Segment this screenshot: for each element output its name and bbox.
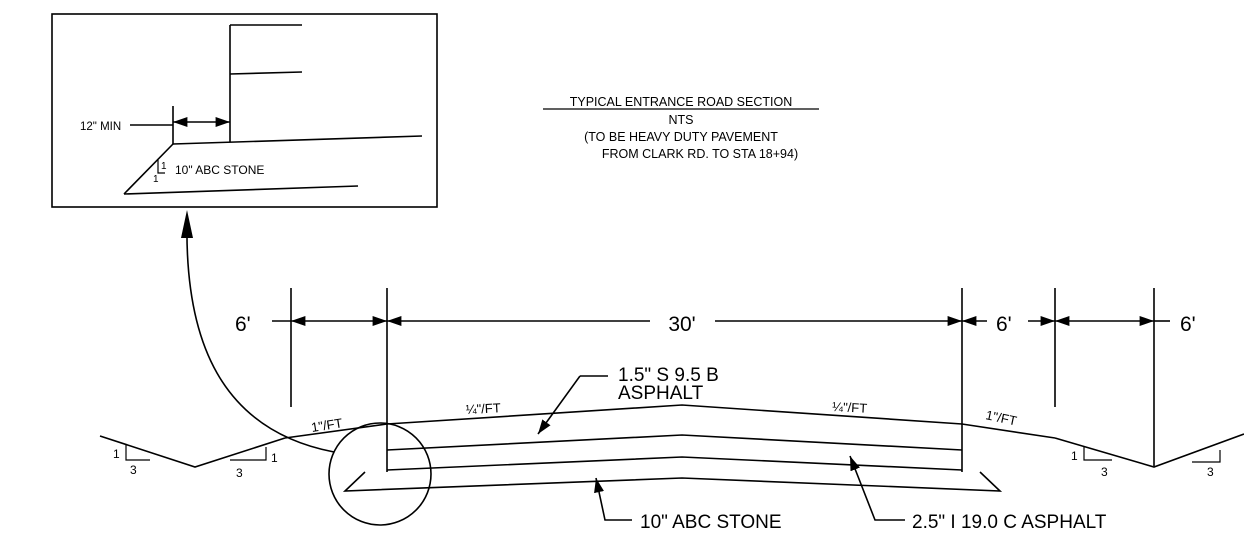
surface-label-line2: ASPHALT — [618, 383, 704, 404]
slope-label-left-shoulder: 1"/FT — [310, 415, 343, 435]
left-inner-run: 3 — [236, 466, 243, 480]
detail-stone-label: 10" ABC STONE — [175, 163, 264, 177]
detail-stone-edge — [123, 143, 174, 195]
detail-callout-bubble — [328, 422, 432, 526]
stone-label: 10" ABC STONE — [640, 512, 782, 533]
left-ditch — [99, 435, 286, 468]
left-outer-slope-triangle — [125, 445, 150, 461]
detail-min-label: 12" MIN — [80, 121, 121, 133]
left-inner-slope-triangle — [230, 447, 267, 461]
slope-label-left-lane: ¼"/FT — [465, 400, 501, 417]
right-ditch — [1054, 433, 1244, 468]
road-profile: 1 3 3 1 1 3 3 — [99, 404, 1244, 492]
title-block: TYPICAL ENTRANCE ROAD SECTION NTS (TO BE… — [543, 95, 819, 161]
surface-leader-arrow — [537, 375, 581, 435]
right-inner-slope-triangle — [1083, 446, 1112, 461]
left-inner-rise: 1 — [271, 451, 278, 465]
detail-callout-leader — [186, 221, 335, 453]
detail-slope-rise: 1 — [161, 161, 167, 172]
detail-stone-bottom — [123, 185, 359, 195]
intermediate-leader — [849, 455, 905, 521]
right-outer-run: 3 — [1207, 465, 1214, 479]
dimension-lines: 6' 30' 6' 6' — [235, 288, 1196, 472]
slope-label-right-shoulder: 1"/FT — [984, 407, 1018, 428]
detail-slope-triangle — [157, 160, 165, 174]
left-outer-run: 3 — [130, 463, 137, 477]
dim-label-travel-width: 30' — [668, 313, 695, 336]
scale-label: NTS — [669, 113, 694, 127]
slope-label-right-lane: ¼"/FT — [832, 399, 868, 416]
dim-label-right-shoulder: 6' — [996, 313, 1012, 336]
detail-stone-top — [172, 135, 423, 145]
note-line-2: FROM CLARK RD. TO STA 18+94) — [602, 147, 798, 161]
right-outer-slope-triangle — [1192, 450, 1221, 463]
note-line-1: (TO BE HEAVY DUTY PAVEMENT — [584, 130, 778, 144]
detail-inset: 12" MIN 1 1 10" ABC STONE — [51, 13, 438, 208]
detail-callout-arrowhead — [181, 210, 193, 238]
stone-base — [342, 471, 1003, 492]
surface-course-bottom — [386, 434, 963, 451]
surface-label-line1: 1.5" S 9.5 B — [618, 365, 719, 386]
dim-label-far-right: 6' — [1180, 313, 1196, 336]
intermediate-label: 2.5" I 19.0 C ASPHALT — [912, 512, 1107, 533]
detail-frame — [51, 13, 438, 208]
left-outer-rise: 1 — [113, 447, 120, 461]
right-inner-rise: 1 — [1071, 449, 1078, 463]
pavement-surface — [284, 404, 1056, 439]
right-inner-run: 3 — [1101, 465, 1108, 479]
detail-slope-run: 1 — [153, 174, 159, 185]
dim-label-left-shoulder: 6' — [235, 313, 251, 336]
section-title: TYPICAL ENTRANCE ROAD SECTION — [570, 95, 793, 109]
stone-leader — [594, 477, 632, 521]
intermediate-course-bottom — [386, 456, 963, 471]
layer-callouts: 1.5" S 9.5 B ASPHALT 10" ABC STONE 2.5" … — [537, 365, 1107, 533]
detail-tick-mid — [229, 71, 303, 75]
